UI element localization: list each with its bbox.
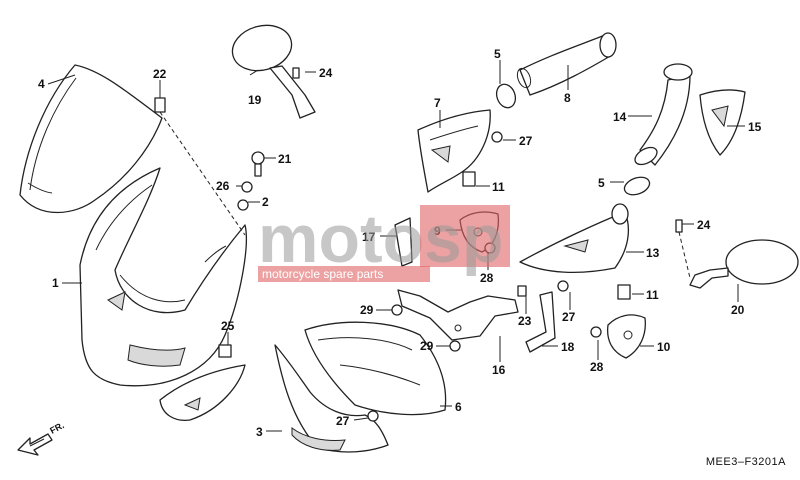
callout-4: 4 bbox=[38, 77, 45, 91]
part-bracket-10 bbox=[606, 314, 646, 359]
callout-18: 18 bbox=[561, 340, 575, 354]
callout-16: 16 bbox=[492, 363, 506, 377]
callout-24-right: 24 bbox=[697, 218, 711, 232]
callout-27-top: 27 bbox=[519, 134, 533, 148]
part-air-duct-right bbox=[623, 63, 693, 196]
watermark-brand-left: moto bbox=[258, 201, 424, 277]
callout-1: 1 bbox=[52, 276, 59, 290]
watermark-tagline-bar bbox=[258, 266, 430, 282]
callout-15: 15 bbox=[748, 120, 762, 134]
callout-29-bottom: 29 bbox=[420, 339, 434, 353]
front-direction-marker: FR. bbox=[17, 420, 66, 456]
part-under-cowl bbox=[274, 344, 389, 453]
motosp-watermark: moto sp motorcycle spare parts bbox=[258, 201, 510, 282]
callout-26: 26 bbox=[216, 179, 230, 193]
diagram-reference-code: MEE3–F3201A bbox=[705, 456, 786, 468]
callout-11-right: 11 bbox=[646, 288, 659, 302]
callout-7: 7 bbox=[434, 96, 441, 110]
callout-20: 20 bbox=[731, 303, 745, 317]
part-inner-cover bbox=[304, 321, 447, 416]
callout-28-left: 28 bbox=[480, 271, 494, 285]
callout-5-right: 5 bbox=[598, 176, 605, 190]
callout-17: 17 bbox=[362, 230, 376, 244]
front-direction-label: FR. bbox=[48, 420, 65, 436]
callout-8: 8 bbox=[564, 91, 571, 105]
callout-29-top: 29 bbox=[360, 303, 374, 317]
part-stay-17 bbox=[394, 217, 413, 267]
part-duct-cover bbox=[699, 89, 746, 156]
callout-3: 3 bbox=[256, 425, 263, 439]
callout-11-top: 11 bbox=[492, 180, 505, 194]
part-upper-cowl bbox=[79, 167, 247, 421]
part-stay-bracket bbox=[397, 289, 519, 341]
callout-21: 21 bbox=[278, 152, 292, 166]
callout-13: 13 bbox=[646, 246, 660, 260]
leader-lines bbox=[47, 60, 745, 432]
callout-22: 22 bbox=[153, 67, 167, 81]
part-stay-18 bbox=[525, 291, 556, 353]
callout-2: 2 bbox=[262, 195, 269, 209]
part-windscreen bbox=[19, 64, 163, 214]
watermark-red-panel bbox=[420, 205, 510, 267]
callout-14: 14 bbox=[613, 110, 627, 124]
callout-5-top: 5 bbox=[494, 47, 501, 61]
watermark-tagline: motorcycle spare parts bbox=[262, 267, 383, 281]
callout-25: 25 bbox=[221, 319, 235, 333]
part-left-mirror bbox=[231, 24, 316, 119]
callout-24-left: 24 bbox=[319, 66, 333, 80]
callout-23: 23 bbox=[518, 314, 532, 328]
callout-6: 6 bbox=[455, 400, 462, 414]
watermark-brand-right: sp bbox=[424, 201, 503, 277]
callout-labels: 4 1 22 19 24 21 26 2 5 8 7 27 11 14 15 5… bbox=[38, 47, 762, 439]
part-intake-right bbox=[519, 203, 629, 274]
callout-10: 10 bbox=[657, 340, 671, 354]
part-intake-left bbox=[417, 109, 491, 193]
part-air-duct-upper bbox=[495, 32, 617, 109]
callout-27-bottom: 27 bbox=[336, 414, 350, 428]
callout-28-right: 28 bbox=[590, 360, 604, 374]
callout-19: 19 bbox=[248, 93, 262, 107]
part-right-mirror bbox=[689, 239, 799, 289]
callout-27-mid: 27 bbox=[562, 310, 576, 324]
